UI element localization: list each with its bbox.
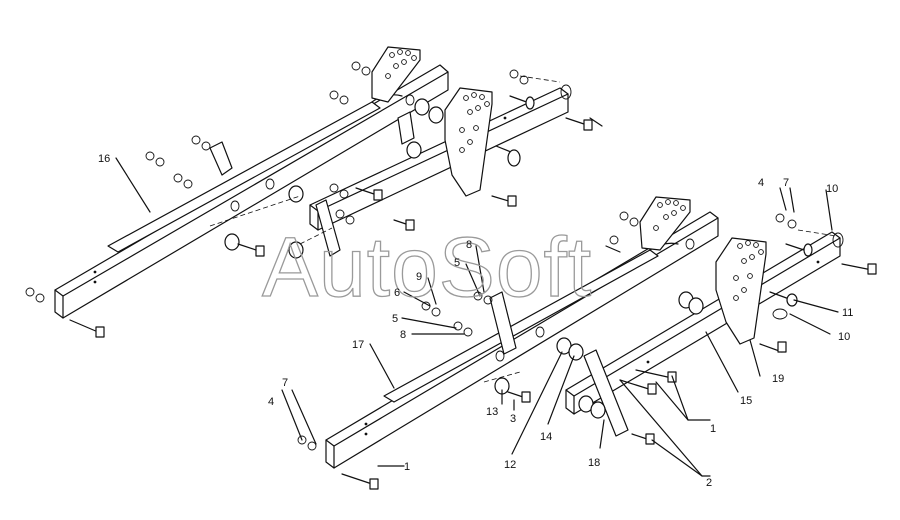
bracket-upper-a bbox=[209, 141, 233, 176]
axis-lower-a bbox=[483, 371, 521, 383]
bolts-upper bbox=[69, 117, 603, 338]
callout-12: 12 bbox=[504, 459, 516, 471]
callout-5: 5 bbox=[454, 257, 460, 269]
callout-13: 13 bbox=[486, 406, 498, 418]
leader-lines bbox=[115, 157, 839, 477]
upper-assembly bbox=[25, 46, 603, 338]
washers-upper bbox=[25, 61, 529, 303]
watermark-text: AutoSoft bbox=[262, 220, 592, 314]
callout-11: 11 bbox=[842, 307, 853, 319]
washers-lower bbox=[297, 211, 797, 451]
callout-6: 6 bbox=[394, 287, 400, 299]
callout-labels: 1 1 2 3 4 4 5 5 6 7 7 8 8 9 10 10 11 12 … bbox=[98, 153, 853, 489]
beam-16 bbox=[54, 64, 449, 319]
callout-3: 3 bbox=[510, 413, 516, 425]
mount-plate-lower-left bbox=[639, 196, 691, 251]
spacers-upper bbox=[224, 98, 444, 259]
callout-15: 15 bbox=[740, 395, 752, 407]
mount-plate-upper-right bbox=[444, 87, 493, 197]
callout-14: 14 bbox=[540, 431, 552, 443]
pins-upper bbox=[495, 84, 572, 167]
callout-19: 19 bbox=[772, 373, 784, 385]
bracket-upper-c bbox=[397, 111, 415, 145]
bracket-lower-a bbox=[489, 291, 517, 355]
axis-upper-b bbox=[519, 75, 561, 83]
callout-1: 1 bbox=[710, 423, 716, 435]
bracket-upper-b bbox=[315, 199, 341, 257]
axis-upper-c bbox=[299, 227, 333, 245]
callout-8: 8 bbox=[400, 329, 406, 341]
pins-lower bbox=[769, 232, 844, 320]
callout-5: 5 bbox=[392, 313, 398, 325]
callout-9: 9 bbox=[416, 271, 422, 283]
callout-17: 17 bbox=[352, 339, 364, 351]
callout-16: 16 bbox=[98, 153, 110, 165]
callout-10: 10 bbox=[826, 183, 838, 195]
callout-18: 18 bbox=[588, 457, 600, 469]
callout-8: 8 bbox=[466, 239, 472, 251]
axis-lower-b bbox=[797, 229, 837, 237]
beam-17 bbox=[325, 211, 719, 469]
mount-plate-19 bbox=[715, 237, 767, 345]
lower-assembly bbox=[297, 196, 877, 490]
callout-2: 2 bbox=[706, 477, 712, 489]
callout-4: 4 bbox=[268, 396, 274, 408]
mount-plate-upper-left bbox=[371, 46, 421, 103]
callout-4: 4 bbox=[758, 177, 764, 189]
callout-1: 1 bbox=[404, 461, 410, 473]
callout-7: 7 bbox=[282, 377, 288, 389]
callout-7: 7 bbox=[783, 177, 789, 189]
callout-10: 10 bbox=[838, 331, 850, 343]
bolts-lower bbox=[341, 245, 877, 490]
